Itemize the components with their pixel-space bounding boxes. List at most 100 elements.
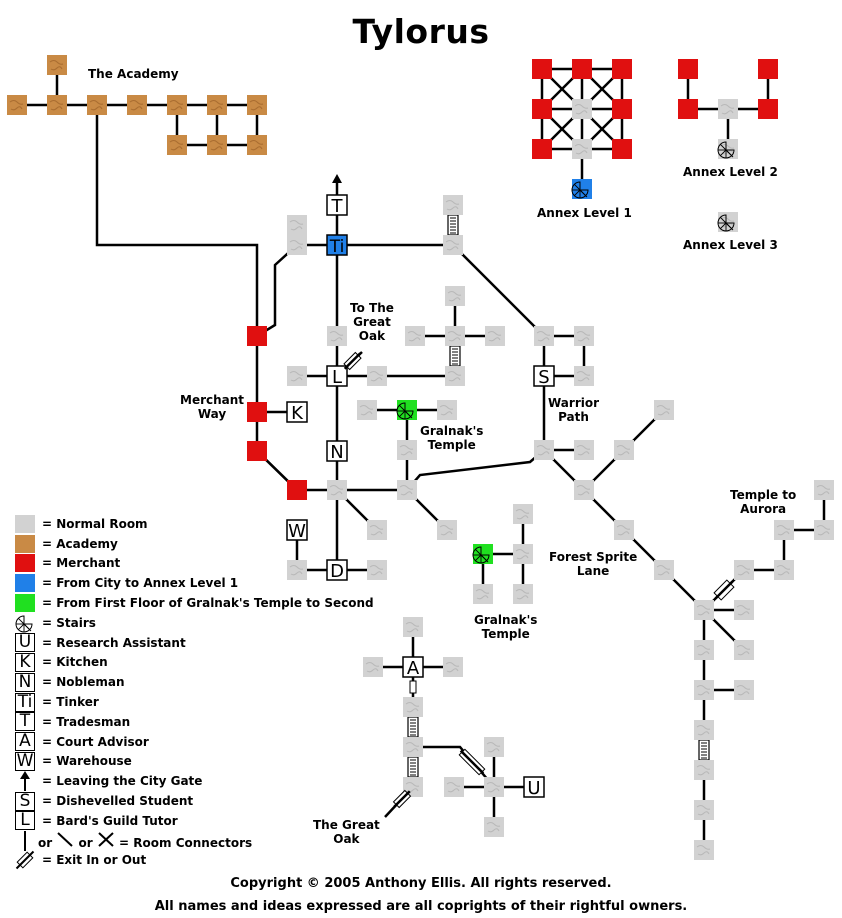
academy-room[interactable] [207, 95, 227, 115]
normal-room[interactable] [484, 777, 504, 797]
normal-room[interactable] [403, 737, 423, 757]
room-research[interactable]: U [523, 776, 545, 799]
merchant-room[interactable] [247, 326, 267, 346]
academy-room[interactable] [127, 95, 147, 115]
normal-room[interactable] [572, 139, 592, 159]
annex-room[interactable] [571, 179, 592, 199]
normal-room[interactable] [443, 657, 463, 677]
normal-room[interactable] [513, 584, 533, 604]
normal-room[interactable] [445, 286, 465, 306]
normal-room[interactable] [734, 600, 754, 620]
normal-room[interactable] [367, 520, 387, 540]
normal-room[interactable] [694, 600, 714, 620]
green-room[interactable] [472, 544, 493, 564]
normal-room[interactable] [443, 235, 463, 255]
merchant-room[interactable] [612, 59, 632, 79]
normal-room[interactable] [734, 680, 754, 700]
academy-room[interactable] [167, 95, 187, 115]
normal-room[interactable] [694, 640, 714, 660]
normal-room[interactable] [287, 560, 307, 580]
merchant-room[interactable] [678, 99, 698, 119]
normal-room[interactable] [718, 99, 738, 119]
academy-room[interactable] [87, 95, 107, 115]
merchant-room[interactable] [247, 402, 267, 422]
room-nobleman[interactable]: N [326, 440, 348, 463]
academy-room[interactable] [247, 135, 267, 155]
normal-room[interactable] [694, 680, 714, 700]
normal-room[interactable] [694, 800, 714, 820]
merchant-room[interactable] [532, 59, 552, 79]
academy-room[interactable] [7, 95, 27, 115]
normal-room[interactable] [437, 400, 457, 420]
normal-room[interactable] [403, 697, 423, 717]
normal-room[interactable] [437, 520, 457, 540]
normal-room[interactable] [485, 326, 505, 346]
merchant-room[interactable] [758, 59, 778, 79]
merchant-room[interactable] [758, 99, 778, 119]
merchant-room[interactable] [532, 99, 552, 119]
academy-room[interactable] [247, 95, 267, 115]
room-bard[interactable]: L [326, 365, 348, 388]
normal-room[interactable] [694, 760, 714, 780]
normal-room[interactable] [397, 480, 417, 500]
normal-room[interactable] [397, 440, 417, 460]
academy-room[interactable] [47, 95, 67, 115]
normal-room[interactable] [734, 560, 754, 580]
normal-room[interactable] [403, 617, 423, 637]
normal-room[interactable] [614, 520, 634, 540]
normal-room[interactable] [405, 326, 425, 346]
merchant-room[interactable] [678, 59, 698, 79]
normal-room[interactable] [287, 235, 307, 255]
normal-room[interactable] [614, 440, 634, 460]
normal-room[interactable] [774, 520, 794, 540]
merchant-room[interactable] [247, 441, 267, 461]
academy-room[interactable] [47, 55, 67, 75]
normal-room[interactable] [287, 366, 307, 386]
normal-room[interactable] [357, 400, 377, 420]
merchant-room[interactable] [287, 480, 307, 500]
normal-room[interactable] [654, 560, 674, 580]
normal-room[interactable] [574, 326, 594, 346]
normal-room[interactable] [445, 366, 465, 386]
normal-room[interactable] [327, 326, 347, 346]
normal-room[interactable] [513, 544, 533, 564]
green-room[interactable] [396, 400, 417, 420]
room-student[interactable]: S [533, 365, 555, 388]
normal-room[interactable] [473, 584, 493, 604]
normal-room[interactable] [574, 480, 594, 500]
normal-room[interactable] [327, 480, 347, 500]
room-d_room[interactable]: D [326, 559, 348, 582]
normal-room[interactable] [717, 139, 738, 159]
normal-room[interactable] [694, 720, 714, 740]
academy-room[interactable] [167, 135, 187, 155]
normal-room[interactable] [694, 840, 714, 860]
normal-room[interactable] [513, 504, 533, 524]
normal-room[interactable] [484, 817, 504, 837]
room-advisor[interactable]: A [402, 656, 424, 679]
normal-room[interactable] [443, 195, 463, 215]
room-warehouse[interactable]: W [286, 519, 308, 542]
merchant-room[interactable] [612, 99, 632, 119]
normal-room[interactable] [574, 366, 594, 386]
room-tradesman[interactable]: T [326, 194, 348, 217]
normal-room[interactable] [734, 640, 754, 660]
merchant-room[interactable] [532, 139, 552, 159]
annex-room[interactable]: Ti [326, 234, 348, 257]
normal-room[interactable] [572, 99, 592, 119]
normal-room[interactable] [534, 326, 554, 346]
normal-room[interactable] [814, 480, 834, 500]
normal-room[interactable] [774, 560, 794, 580]
normal-room[interactable] [444, 777, 464, 797]
normal-room[interactable] [287, 215, 307, 235]
academy-room[interactable] [207, 135, 227, 155]
merchant-room[interactable] [612, 139, 632, 159]
normal-room[interactable] [814, 520, 834, 540]
normal-room[interactable] [654, 400, 674, 420]
normal-room[interactable] [363, 657, 383, 677]
normal-room[interactable] [717, 212, 738, 232]
normal-room[interactable] [367, 366, 387, 386]
room-kitchen[interactable]: K [286, 401, 308, 424]
normal-room[interactable] [574, 440, 594, 460]
normal-room[interactable] [445, 326, 465, 346]
normal-room[interactable] [484, 737, 504, 757]
